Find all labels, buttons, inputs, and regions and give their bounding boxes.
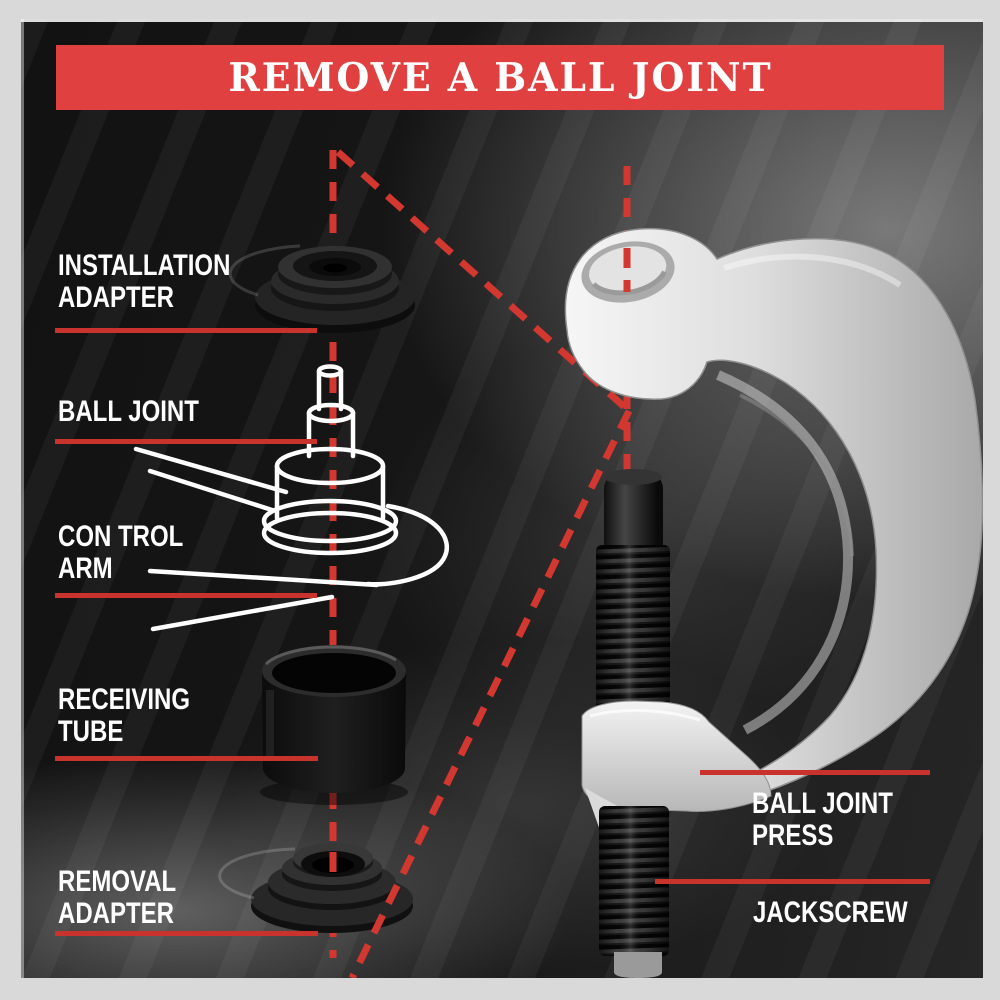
leader-line-jackscrew: [655, 879, 930, 884]
label-installation-adapter: INSTALLATION ADAPTER: [58, 250, 230, 314]
ball-joint-press-frame: [564, 227, 983, 812]
label-control-arm: CON TROL ARM: [58, 521, 183, 585]
label-line: ADAPTER: [58, 897, 175, 930]
leader-line-ball-joint: [55, 439, 317, 444]
label-line: INSTALLATION: [58, 249, 231, 282]
leader-line-control-arm: [55, 593, 317, 598]
diagonal-guide-lower: [348, 409, 633, 978]
press-ring-hole: [581, 241, 675, 303]
label-ball-joint-press: BALL JOINT PRESS: [752, 788, 893, 852]
label-line: PRESS: [752, 819, 834, 852]
label-removal-adapter: REMOVAL ADAPTER: [58, 866, 176, 930]
label-line: TUBE: [58, 715, 124, 748]
label-line: BALL JOINT: [58, 395, 199, 428]
label-ball-joint: BALL JOINT: [58, 396, 199, 428]
leader-line-receiving-tube: [55, 756, 318, 761]
label-line: REMOVAL: [58, 865, 177, 898]
label-line: JACKSCREW: [753, 896, 908, 929]
leader-line-installation-adapter: [55, 328, 317, 333]
diagonal-dashed-guides: [329, 149, 633, 978]
label-line: ADAPTER: [58, 281, 175, 314]
ball-joint-control-arm-lineart: [133, 364, 449, 632]
label-receiving-tube: RECEIVING TUBE: [58, 684, 190, 748]
photo-backdrop: [21, 19, 983, 978]
leader-line-ball-joint-press: [700, 770, 930, 775]
label-line: CON TROL: [58, 520, 184, 553]
label-jackscrew: JACKSCREW: [753, 897, 908, 929]
label-line: BALL JOINT: [752, 787, 893, 820]
installation-adapter-part: [228, 244, 415, 333]
page-title: REMOVE A BALL JOINT: [227, 54, 773, 101]
leader-line-removal-adapter: [55, 931, 318, 936]
jackscrew-lower: [599, 806, 669, 978]
receiving-tube-part: [260, 645, 408, 805]
jackscrew-part: [596, 469, 670, 715]
label-line: ARM: [58, 552, 113, 585]
label-line: RECEIVING: [58, 683, 191, 716]
title-banner: REMOVE A BALL JOINT: [56, 45, 944, 110]
